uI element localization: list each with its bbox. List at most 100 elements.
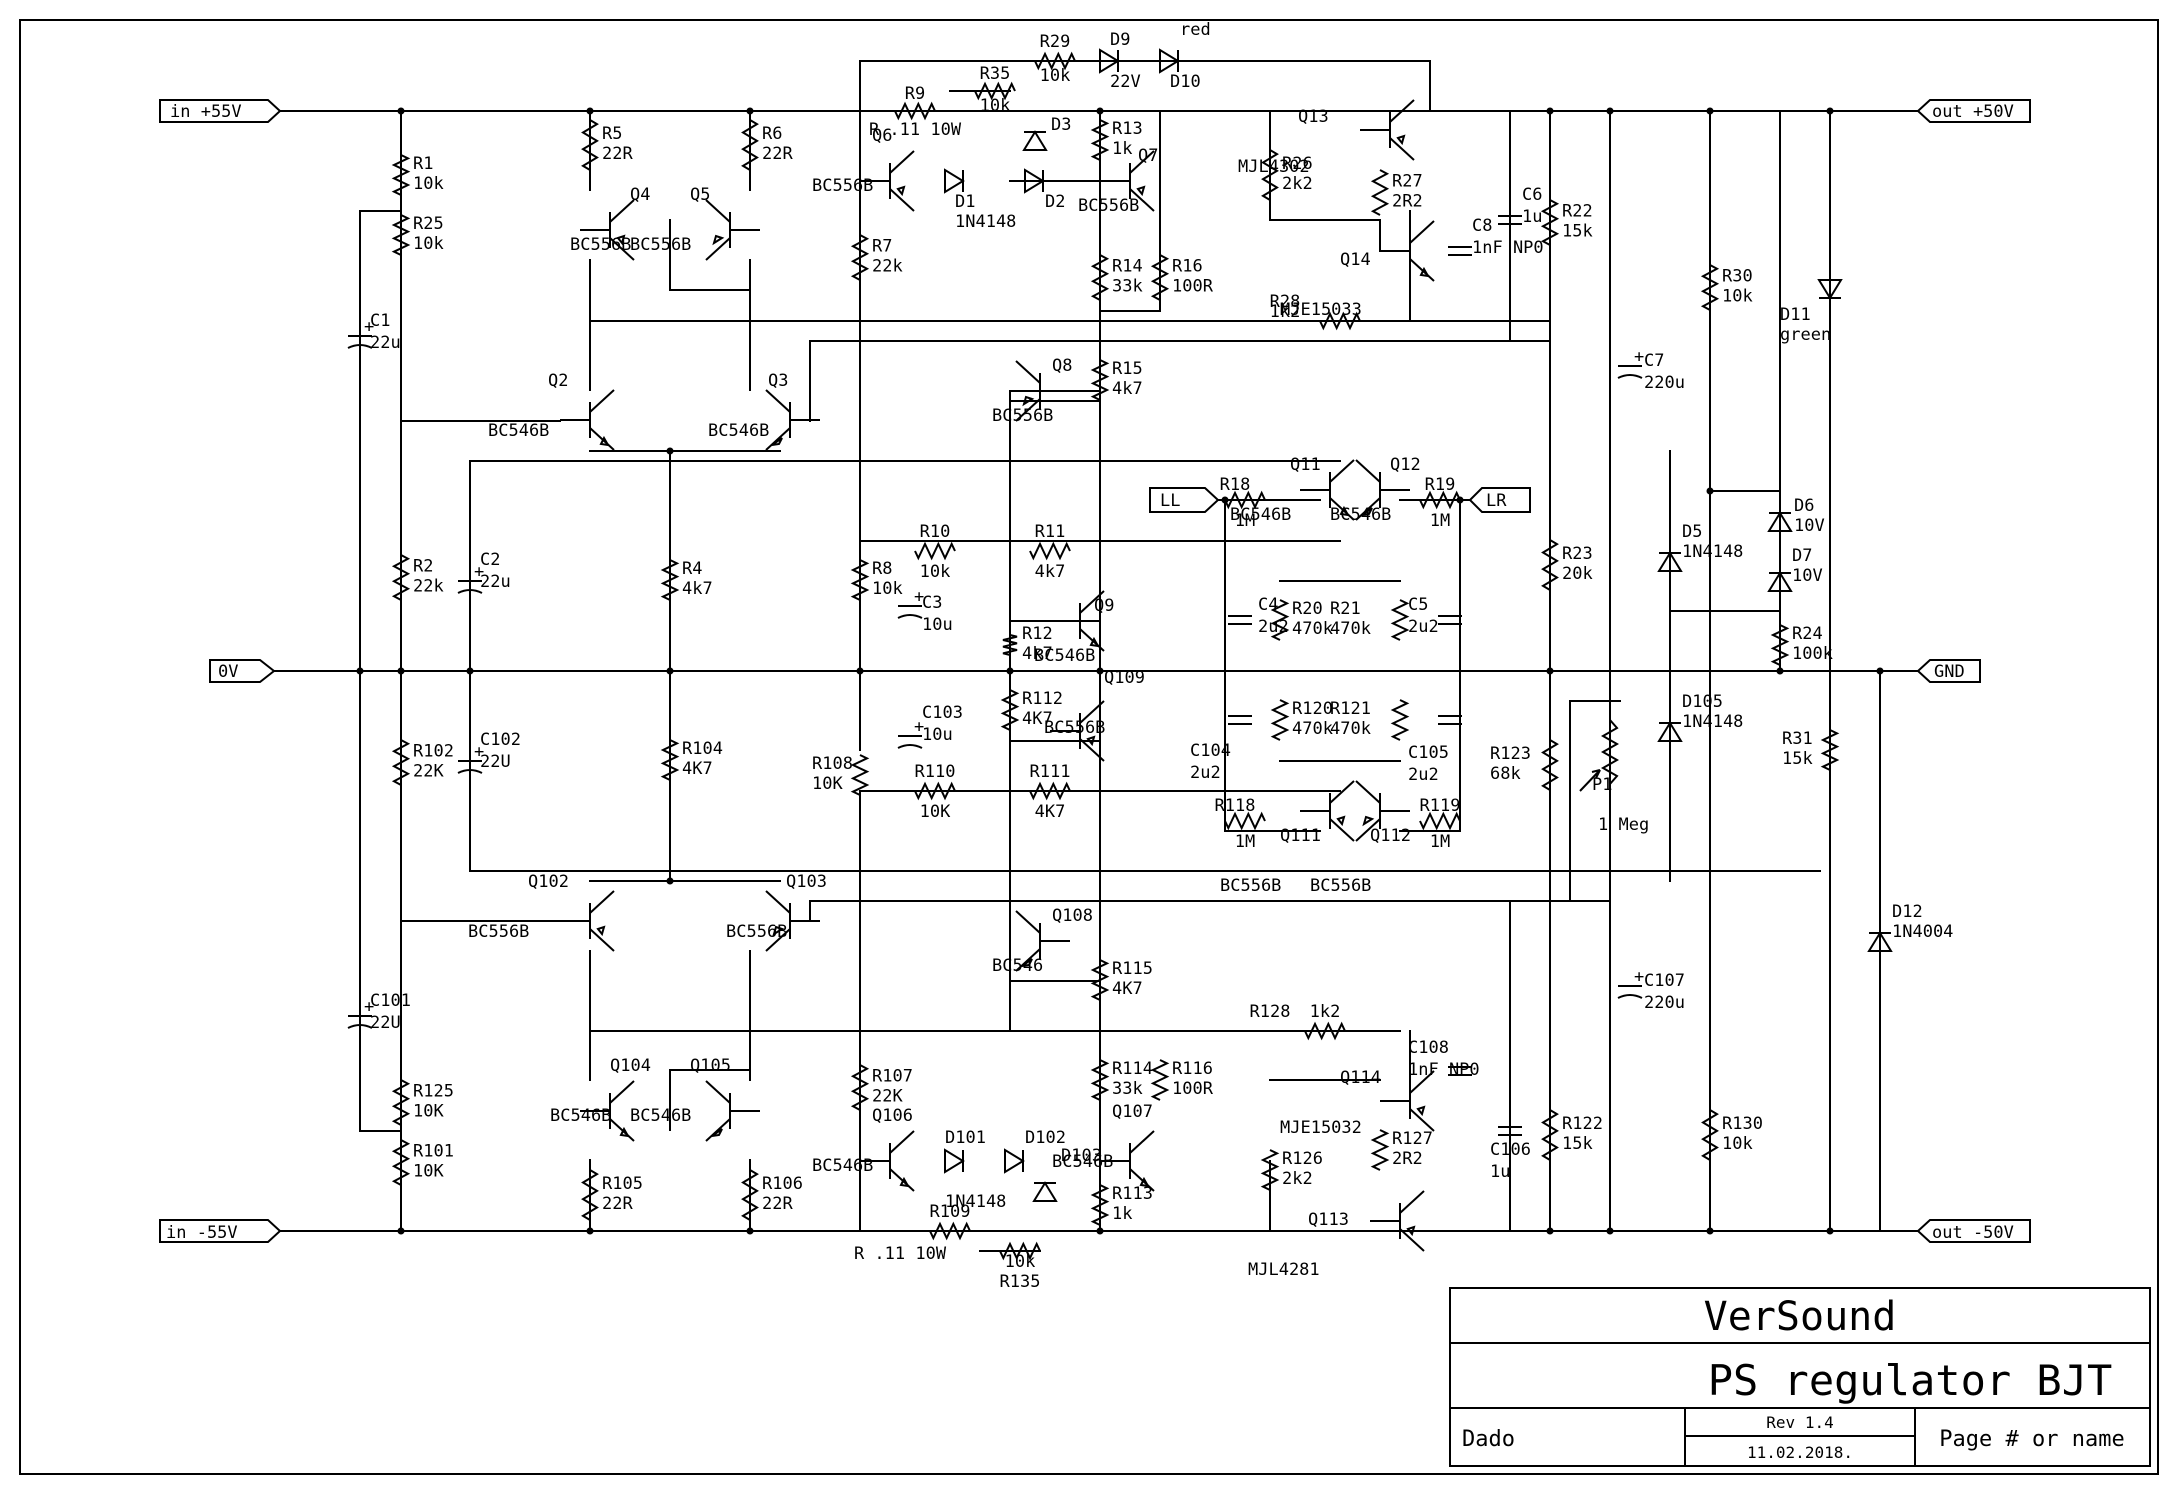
- q11-value: BC546B: [1230, 505, 1291, 525]
- d103-diode: D103: [1032, 1146, 1102, 1202]
- q7-value: BC556B: [1078, 196, 1139, 216]
- r115-value: 4K7: [1112, 979, 1143, 999]
- title-name: PS regulator BJT: [1708, 1356, 2113, 1405]
- c7-value: 220u: [1644, 373, 1685, 393]
- r113-value: 1k: [1112, 1204, 1132, 1224]
- r35-ref: R35: [980, 64, 1011, 84]
- r11-resistor: R11 4k7: [1029, 522, 1071, 582]
- r18-value: 1M: [1235, 511, 1255, 531]
- q114-ref: Q114: [1340, 1068, 1381, 1088]
- r5-value: 22R: [602, 144, 633, 164]
- q2-ref: Q2: [548, 371, 568, 391]
- svg-text:+: +: [364, 997, 374, 1017]
- d2-diode: D2: [1024, 168, 1065, 212]
- r106-value: 22R: [762, 1194, 793, 1214]
- q6-value: BC556B: [812, 176, 873, 196]
- r23-value: 20k: [1562, 564, 1593, 584]
- d9-ref: D9: [1110, 30, 1130, 50]
- q108-value: BC546: [992, 956, 1043, 976]
- r11-ref: R11: [1035, 522, 1066, 542]
- r109-value: R .11 10W: [854, 1244, 947, 1264]
- c106-ref: C106: [1490, 1140, 1531, 1160]
- q103-value: BC556B: [726, 922, 787, 942]
- r9-value: R .11 10W: [869, 120, 962, 140]
- r12-ref: R12: [1022, 624, 1053, 644]
- r26-ref: R26: [1282, 154, 1313, 174]
- r24-value: 100k: [1792, 644, 1833, 664]
- svg-text:LL: LL: [1160, 491, 1180, 511]
- c103-ref: C103: [922, 703, 963, 723]
- r120-value: 470k: [1292, 719, 1333, 739]
- r123-ref: R123: [1490, 744, 1531, 764]
- r109-ref: R109: [930, 1202, 971, 1222]
- r4-value: 4k7: [682, 579, 713, 599]
- r121-value: 470k: [1330, 719, 1371, 739]
- q106-ref: Q106: [872, 1106, 913, 1126]
- q106-value: BC546B: [812, 1156, 873, 1176]
- svg-text:+: +: [1634, 967, 1644, 987]
- c102-ref: C102: [480, 730, 521, 750]
- r14-ref: R14: [1112, 257, 1143, 277]
- r30-value: 10k: [1722, 287, 1753, 307]
- q12-value: BC546B: [1330, 505, 1391, 525]
- p1-value: 1 Meg: [1598, 815, 1649, 835]
- c2-value: 22u: [480, 572, 511, 592]
- r8-value: 10k: [872, 579, 903, 599]
- title-block: VerSound PS regulator BJT Dado Rev 1.4 1…: [1449, 1287, 2151, 1467]
- q3-ref: Q3: [768, 371, 788, 391]
- d101-ref: D101: [945, 1128, 986, 1148]
- q9-value: BC546B: [1034, 646, 1095, 666]
- svg-text:+: +: [914, 717, 924, 737]
- d105-ref: D105: [1682, 692, 1723, 712]
- d103-ref: D103: [1061, 1146, 1102, 1166]
- r10-ref: R10: [920, 522, 951, 542]
- r11-value: 4k7: [1035, 562, 1066, 582]
- components: R110kR2510kR222kR10222KR12510KR10110K+C1…: [347, 20, 1953, 1292]
- q13-value: MJL4302: [1238, 157, 1310, 177]
- r18-ref: R18: [1220, 475, 1251, 495]
- r16-value: 100R: [1172, 277, 1214, 297]
- c107-ref: C107: [1644, 971, 1685, 991]
- title-page: Page # or name: [1939, 1427, 2124, 1452]
- r105-value: 22R: [602, 1194, 633, 1214]
- r4-ref: R4: [682, 559, 702, 579]
- q108-ref: Q108: [1052, 906, 1093, 926]
- r20-ref: R20: [1292, 599, 1323, 619]
- c103-value: 10u: [922, 725, 953, 745]
- d5-value: 1N4148: [1682, 542, 1743, 562]
- d11-value: green: [1780, 325, 1831, 345]
- d9-value: 22V: [1110, 72, 1141, 92]
- r125-ref: R125: [413, 1082, 454, 1102]
